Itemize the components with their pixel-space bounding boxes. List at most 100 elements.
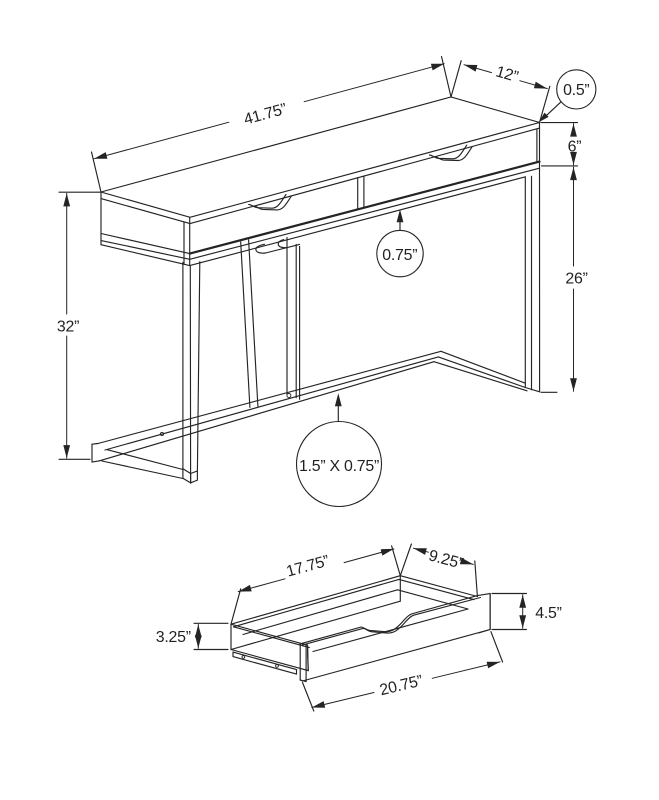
drawer-edge-line [299,679,304,682]
dimension-line [519,80,548,90]
table-edge-line [264,243,301,254]
arrowhead-icon [380,548,394,556]
callout-leg-tube: 1.5” X 0.75” [295,393,383,508]
arrowhead-icon [464,64,478,72]
table-edge-line [189,127,541,225]
dimension-line [412,547,429,553]
table-edge-path [248,193,287,209]
table-edge-path [253,195,292,211]
table-edge-line [98,361,435,462]
drawer-edge-line [232,656,298,675]
table-edge-line [433,361,528,392]
dimension-drawer-front-height: 6” [540,122,582,167]
table-edge-line [189,167,541,260]
dimension-leg-height: 26” [540,166,588,393]
table-edge-line [91,460,101,463]
drawer-edge-line [242,589,399,636]
dim-label-drawer-box-length: 17.75” [285,553,332,581]
drawer-edge-line [396,589,469,610]
dimension-line [440,55,452,98]
table-edge-line [240,241,251,408]
drawer-edge-path [301,596,481,646]
drawer-edge-line [399,575,478,598]
drawer-edge-path [299,595,478,645]
dim-label-drawer-front-length: 20.75” [378,673,424,700]
table-edge-line [100,244,191,267]
drawer-edge-line [232,626,310,649]
table-edge-line [91,442,99,445]
dimension-line [474,560,478,598]
dimension-table-length: 41.75” [90,55,452,193]
table-edge-path [182,467,192,484]
table-edge-line [106,449,184,471]
table-edge-line [189,176,526,267]
arrowhead-icon [238,584,252,592]
screw-dot [241,655,246,659]
dim-label-leg-tube: 1.5” X 0.75” [299,458,379,475]
screw-dot [286,393,292,398]
table-edge-path [428,144,468,160]
callout-top-thickness: 0.5” [538,69,597,123]
arrowhead-icon [486,661,500,669]
dimension-line [538,85,551,124]
arrowhead-icon [459,557,474,565]
dim-label-table-length: 41.75” [242,101,288,129]
dimension-line [311,692,375,708]
table-edge-line [437,356,526,389]
dimension-drawer-box-depth: 9.25” [399,543,478,598]
drawer-edge-path [476,592,491,634]
dimension-line [450,60,462,98]
table-edge-line [524,386,541,393]
arrowhead-icon [413,548,427,555]
console-table-linework [91,96,542,484]
dimension-line [93,121,230,160]
dimension-line [460,560,474,565]
table-edge-line [440,350,526,384]
arrowhead-icon [334,393,342,407]
dimension-line [230,588,242,625]
arrowhead-icon [94,152,108,159]
table-edge-line [97,350,442,445]
arrowhead-icon [430,63,445,71]
dim-label-top-thickness: 0.5” [563,82,589,99]
dimension-table-depth: 12” [450,60,551,124]
arrowhead-icon [311,701,326,708]
table-edge-line [188,160,541,255]
table-edge-line [104,356,439,451]
drawer-edge-line [232,651,298,671]
dimension-line [237,578,286,593]
screw-dot [159,431,165,437]
dim-label-drawer-front-height: 6” [568,138,582,155]
table-edge-path [98,96,542,218]
dim-label-leg-height: 26” [565,270,587,287]
drawer-edge-line [312,608,469,653]
drawer-edge-path [230,574,401,651]
callout-circle-bottom-rail [376,229,424,278]
callout-circle-leg-tube [295,420,383,508]
callout-bottom-rail: 0.75” [376,209,424,278]
dimension-line [399,543,412,577]
callout-circle-top-thickness [556,69,597,110]
dim-label-drawer-box-depth: 9.25” [427,547,465,572]
table-edge-line [100,239,191,260]
table-edge-line [101,460,184,480]
table-edge-path [277,239,288,249]
dimension-line [343,548,395,564]
arrowhead-icon [533,81,548,89]
table-edge-line [248,239,259,407]
arrowhead-icon [538,112,549,123]
table-edge-line [196,261,201,472]
drawer-edge-line [306,644,309,672]
table-edge-path [190,470,198,484]
dimension-drawer-box-height: 3.25” [156,622,229,651]
dimension-line [490,631,504,663]
dim-label-overall-height: 32” [57,318,79,335]
table-edge-line [100,232,191,255]
drawer-edge-line [232,578,400,628]
screw-dot [275,664,279,668]
table-edge-path [434,146,473,162]
dimension-line [301,681,315,712]
table-edge-path [255,243,267,254]
